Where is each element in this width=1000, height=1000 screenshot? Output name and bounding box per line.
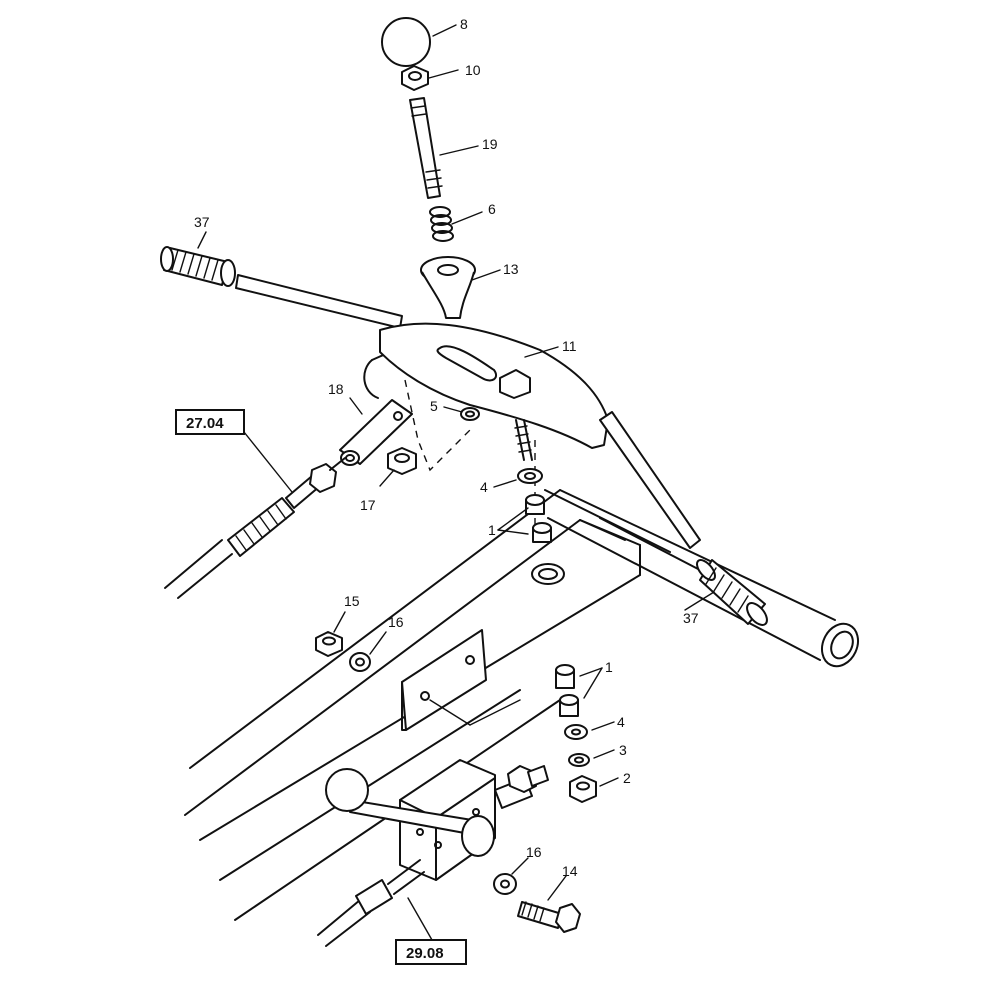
reference-box-27-04: 27.04 (175, 409, 245, 435)
reference-27-04: 27.04 (186, 415, 224, 432)
washer-16-lower (493, 873, 517, 895)
callout-8: 8 (460, 16, 468, 32)
nut-15 (315, 631, 343, 657)
bolt-14 (517, 901, 581, 933)
callout-14: 14 (562, 863, 578, 879)
knob-ball (381, 17, 431, 67)
callout-19: 19 (482, 136, 498, 152)
callout-37: 37 (194, 214, 210, 230)
cable-27-04 (164, 457, 346, 599)
callout-3: 3 (619, 742, 627, 758)
callout-16: 16 (388, 614, 404, 630)
nut-10 (401, 65, 429, 91)
spring-6 (429, 206, 454, 242)
lower-lever-block (325, 759, 549, 881)
callout-1: 1 (488, 522, 496, 538)
nut-17 (387, 447, 417, 475)
leader-lines (197, 24, 715, 941)
clevis-18 (339, 399, 413, 466)
grip-left (160, 246, 236, 287)
callout-4: 4 (480, 479, 488, 495)
callout-6: 6 (488, 201, 496, 217)
callout-16: 16 (526, 844, 542, 860)
reference-box-29-08: 29.08 (395, 939, 467, 965)
bracket-plate (401, 629, 521, 731)
washer-5 (460, 407, 480, 421)
callout-1: 1 (605, 659, 613, 675)
callout-18: 18 (328, 381, 344, 397)
callout-4: 4 (617, 714, 625, 730)
callout-11: 11 (562, 338, 577, 354)
cone-knob-13 (420, 256, 476, 319)
bushing-stack-center (517, 468, 552, 543)
callout-17: 17 (360, 497, 376, 513)
washer-16-upper (349, 652, 371, 672)
tube-crossmember (363, 351, 859, 668)
cable-29-08 (317, 859, 425, 947)
callout-15: 15 (344, 593, 360, 609)
control-lever (235, 274, 701, 549)
callout-13: 13 (503, 261, 519, 277)
hardware-stack-right (555, 664, 597, 803)
threaded-rod-19 (409, 97, 443, 199)
grip-right (696, 559, 768, 626)
callout-2: 2 (623, 770, 631, 786)
callout-5: 5 (430, 398, 438, 414)
reference-29-08: 29.08 (406, 945, 444, 962)
callout-37: 37 (683, 610, 699, 626)
callout-10: 10 (465, 62, 481, 78)
callout-labels: 8 10 19 6 37 13 11 18 5 17 4 1 37 15 16 … (194, 16, 699, 879)
